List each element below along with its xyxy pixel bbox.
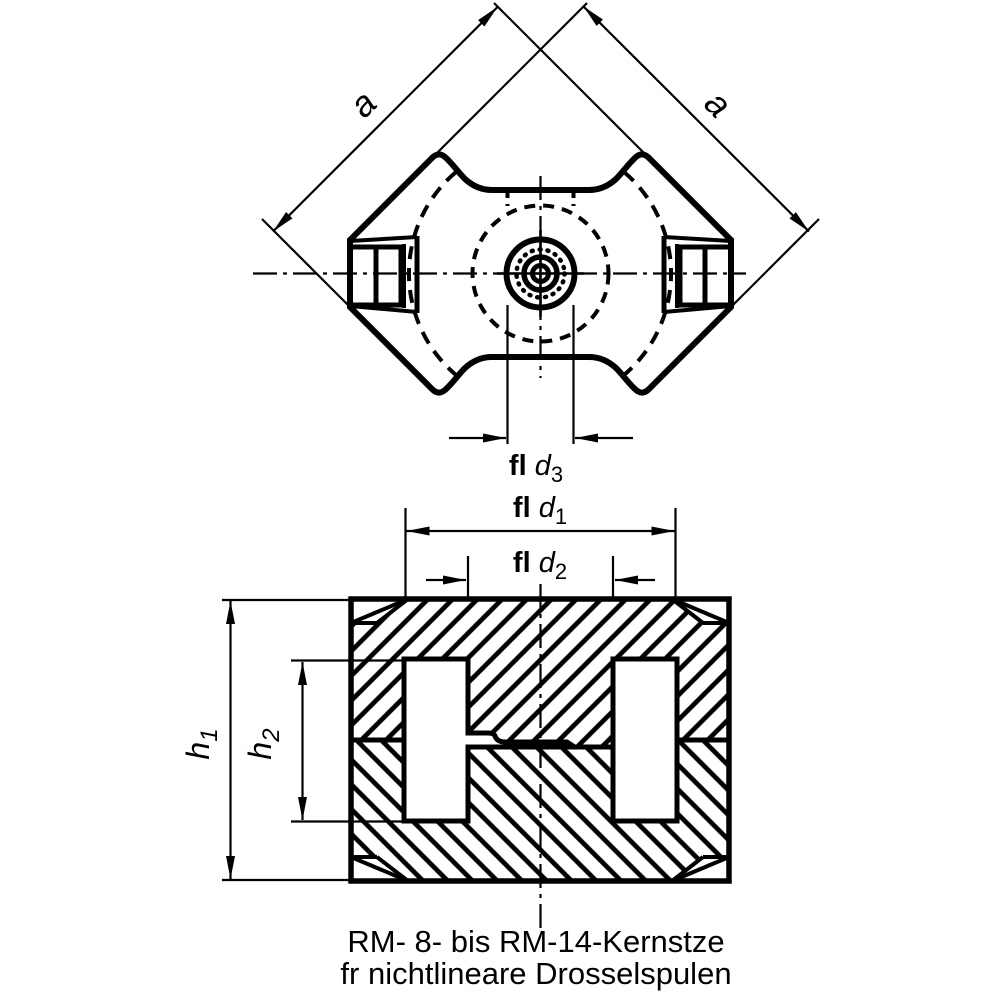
dimension-h2: h2 — [242, 659, 404, 823]
label-a-right: a — [697, 82, 740, 125]
label-d2: fl d2 — [513, 547, 567, 584]
dimension-a-right: a — [582, 5, 810, 233]
caption-line-2: fr nichtlineare Drosselspulen — [340, 956, 731, 991]
caption-line-1: RM- 8- bis RM-14-Kernstze — [347, 924, 724, 959]
label-h1: h1 — [180, 728, 223, 759]
dimension-h1: h1 — [180, 598, 351, 882]
clip-recess-right — [661, 235, 734, 314]
section-view: fl d1 fl d2 h1 h2 — [180, 492, 732, 930]
corner-chamfers — [350, 597, 730, 883]
label-h2: h2 — [242, 728, 285, 759]
clip-recess-left — [347, 235, 420, 314]
dimension-d3: fl d3 — [449, 305, 633, 487]
label-a-left: a — [341, 82, 384, 125]
label-d3: fl d3 — [509, 450, 563, 487]
label-d1: fl d1 — [513, 492, 567, 529]
top-view-centerlines — [253, 176, 746, 378]
top-view: a a — [253, 2, 820, 487]
dimension-a-left: a — [272, 6, 499, 233]
caption: RM- 8- bis RM-14-Kernstze fr nichtlinear… — [340, 924, 731, 991]
dimension-d1: fl d1 — [404, 492, 677, 598]
dimension-d2: fl d2 — [426, 547, 655, 598]
